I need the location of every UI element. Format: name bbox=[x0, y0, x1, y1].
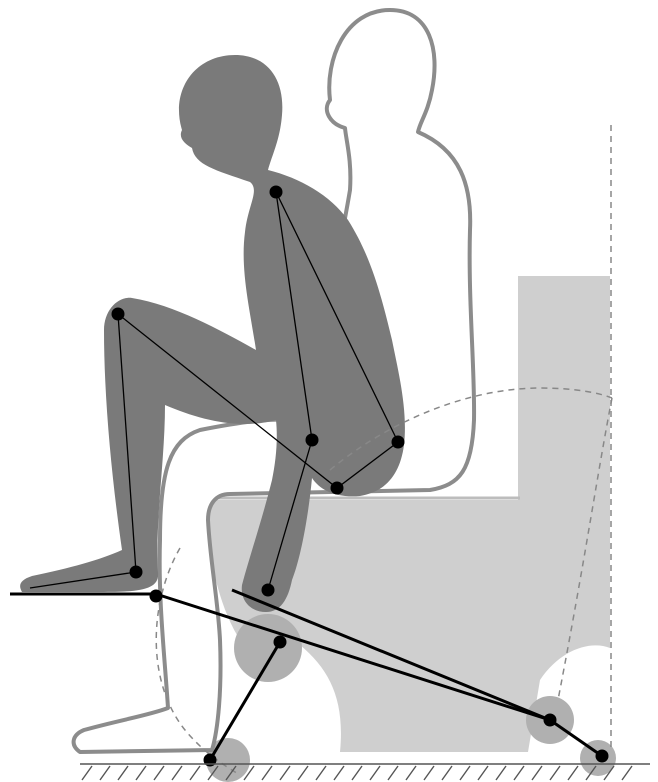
floor-hatch-stroke bbox=[532, 766, 542, 780]
joint-hip-low bbox=[331, 482, 344, 495]
floor-hatch-stroke bbox=[190, 766, 200, 780]
floor-hatch-stroke bbox=[388, 766, 398, 780]
floor-hatch-stroke bbox=[262, 766, 272, 780]
joint-knee bbox=[112, 308, 125, 321]
floor-hatch-stroke bbox=[100, 766, 110, 780]
floor-hatch-stroke bbox=[82, 766, 92, 780]
floor-hatch-stroke bbox=[442, 766, 452, 780]
joint-hip bbox=[392, 436, 405, 449]
joint-footrest-pivot bbox=[150, 590, 163, 603]
floor-hatch-stroke bbox=[334, 766, 344, 780]
floor-hatch-stroke bbox=[118, 766, 128, 780]
floor-hatch-stroke bbox=[154, 766, 164, 780]
floor-hatch-stroke bbox=[406, 766, 416, 780]
floor-hatch-stroke bbox=[478, 766, 488, 780]
pivot-disc-knee-low bbox=[234, 614, 302, 682]
joint-link-mid bbox=[274, 636, 287, 649]
floor-hatch-stroke bbox=[622, 766, 632, 780]
floor-hatch-stroke bbox=[316, 766, 326, 780]
floor-hatch-stroke bbox=[280, 766, 290, 780]
floor-hatch-stroke bbox=[352, 766, 362, 780]
joint-elbow bbox=[306, 434, 319, 447]
joint-link-rear bbox=[544, 714, 557, 727]
floor-hatch-stroke bbox=[460, 766, 470, 780]
floor bbox=[80, 764, 650, 780]
floor-hatch-stroke bbox=[298, 766, 308, 780]
floor-hatch-stroke bbox=[172, 766, 182, 780]
floor-hatch-stroke bbox=[514, 766, 524, 780]
floor-hatch-stroke bbox=[496, 766, 506, 780]
floor-hatch-stroke bbox=[136, 766, 146, 780]
joint-wrist bbox=[262, 584, 275, 597]
floor-hatch-stroke bbox=[424, 766, 434, 780]
joint-base-rear bbox=[596, 750, 609, 763]
floor-hatch-stroke bbox=[370, 766, 380, 780]
floor-hatch-stroke bbox=[568, 766, 578, 780]
floor-hatch bbox=[82, 766, 632, 780]
joint-shoulder bbox=[270, 186, 283, 199]
joint-ankle bbox=[130, 566, 143, 579]
floor-hatch-stroke bbox=[550, 766, 560, 780]
